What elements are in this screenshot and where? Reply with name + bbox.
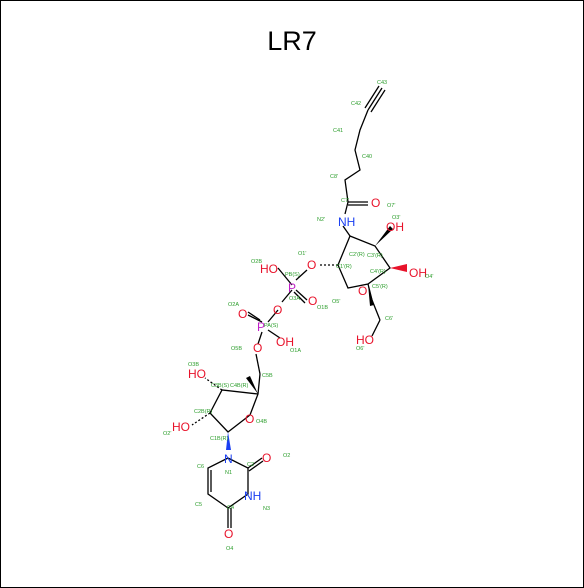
atom-o-c7: O [371, 196, 380, 210]
atom-oh-c4: OH [409, 266, 427, 280]
atom-o-c2: O [262, 451, 271, 465]
label-pas: PA(S) [264, 323, 278, 329]
label-n1: N1 [225, 470, 232, 476]
label-c1br: C1B(R) [210, 436, 229, 442]
label-o2: O2 [283, 453, 290, 459]
label-c2pr: C2'(R) [349, 252, 365, 258]
label-o6p: O6' [356, 346, 364, 352]
atom-n1: N [224, 452, 233, 466]
label-o3a: O3A [289, 296, 300, 302]
label-c4br: C4B(R) [230, 383, 249, 389]
label-c42: C42 [351, 101, 361, 107]
label-c1pr: C1'(R) [336, 264, 352, 270]
label-o5b: O5B [231, 346, 242, 352]
atom-ho-pb: HO [260, 262, 278, 276]
label-c2: C2 [247, 462, 254, 468]
label-n3: N3 [263, 506, 270, 512]
label-c41: C41 [333, 128, 343, 134]
label-o2b: O2B [251, 259, 262, 265]
label-c4pr: C4'(R) [370, 269, 386, 275]
atom-oh-c3: OH [386, 220, 404, 234]
atom-nh-n3: NH [244, 489, 261, 503]
atom-o-ring-a: O [358, 284, 367, 298]
label-o2a: O2A [228, 302, 239, 308]
label-o4b: O4B [256, 419, 267, 425]
label-c5pr: C5'(R) [372, 284, 388, 290]
label-c2br: C2B(R) [194, 409, 213, 415]
label-o1p: O1' [298, 251, 306, 257]
atom-nh-n2: NH [338, 215, 355, 229]
label-n2p: N2' [317, 217, 325, 223]
label-c5b: C5B [262, 373, 273, 379]
label-o1b: O1B [317, 305, 328, 311]
label-pbs: PB(S) [285, 272, 300, 278]
molecule-title: LR7 [267, 26, 317, 56]
atom-o1: O [307, 258, 316, 272]
atom-o-o2a: O [238, 307, 247, 321]
atom-ho-c6: HO [356, 333, 374, 347]
atom-pa: P [257, 320, 265, 334]
label-c6: C6 [197, 464, 204, 470]
label-c3bs: C3B(S) [211, 383, 229, 389]
atom-o-c4: O [224, 527, 233, 541]
label-c40: C40 [362, 154, 372, 160]
label-c4: C4 [227, 505, 234, 511]
label-o4p: O4' [425, 274, 433, 280]
label-c6p: C6' [385, 316, 393, 322]
label-o4: O4 [226, 546, 233, 552]
label-o3b: O3B [188, 362, 199, 368]
atom-name-labels: C43 C42 C41 C40 C8' C7' O7' N2' O3' O1' … [163, 80, 433, 552]
label-c5: C5 [195, 502, 202, 508]
label-o2p: O2' [163, 431, 171, 437]
label-c8p: C8' [330, 174, 338, 180]
atom-o-o1b: O [308, 294, 317, 308]
atom-pb: P [288, 281, 296, 295]
label-c43: C43 [377, 80, 387, 86]
atom-ho-c3b: HO [188, 367, 206, 381]
atom-o3a: O [273, 303, 282, 317]
label-o7p: O7' [387, 203, 395, 209]
label-o3p: O3' [392, 215, 400, 221]
atom-o-ring-b: O [245, 412, 254, 426]
atom-oh-pa: OH [276, 335, 294, 349]
atom-symbols: O NH OH OH O HO O HO P O O O P OH O HO O… [172, 196, 427, 541]
atom-o5b: O [253, 341, 262, 355]
label-c3pr: C3'(R) [367, 253, 383, 259]
label-o1a: O1A [290, 348, 301, 354]
bond-lines [191, 85, 407, 528]
label-o5p: O5' [332, 299, 340, 305]
atom-ho-c2b: HO [172, 420, 190, 434]
label-c7p: C7' [341, 198, 349, 204]
